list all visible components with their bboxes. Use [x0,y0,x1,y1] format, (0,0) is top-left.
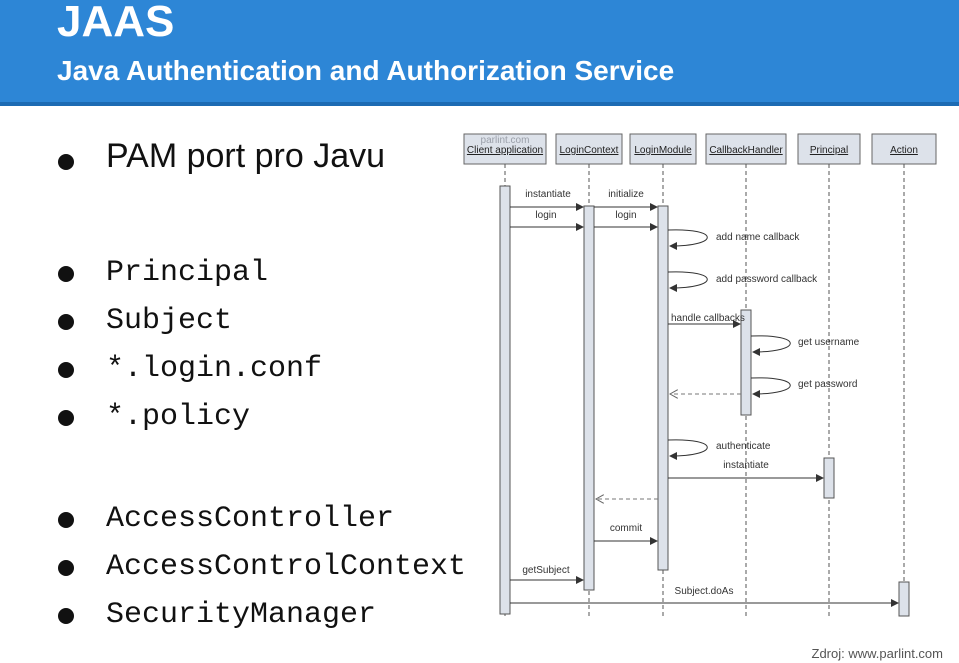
bullet-dot [58,314,74,330]
message-get-subject: getSubject [522,565,569,576]
bullet-dot [58,154,74,170]
message-instantiate: instantiate [525,189,571,200]
message-login-context: login [615,210,636,221]
participant-callback-handler: CallbackHandler [709,145,783,156]
slide-title: JAAS [57,0,175,46]
bullet-item-policy: *.policy [106,400,251,434]
bullet-dot [58,410,74,426]
bullet-dot [58,362,74,378]
slide-subtitle: Java Authentication and Authorization Se… [57,55,675,86]
lifelines [504,164,905,618]
watermark-text: parlint.com [481,135,530,146]
message-arrows [510,203,899,607]
bullet-item-access-controller: AccessController [106,502,395,536]
message-login-client: login [535,210,556,221]
source-credit: Zdroj: www.parlint.com [811,646,943,661]
bullet-dot [58,266,74,282]
bullet-dot [58,512,74,528]
return-arrows [596,394,741,499]
bullet-item-subject: Subject [106,304,233,338]
message-instantiate-principal: instantiate [723,460,769,471]
bullet-item-access-control-context: AccessControlContext [106,550,467,584]
participant-boxes [463,133,937,165]
message-commit: commit [610,523,642,534]
participant-client-application: Client application [467,145,543,156]
message-get-username: get username [798,337,860,348]
activation-bars [499,185,910,617]
message-subject-doas: Subject.doAs [675,586,734,597]
sequence-diagram: Client application LoginContext LoginMod… [463,133,937,618]
message-handle-callbacks: handle callbacks [671,313,745,324]
participant-principal: Principal [810,145,848,156]
message-add-name-callback: add name callback [716,232,800,243]
message-authenticate: authenticate [716,441,771,452]
participant-action: Action [890,145,918,156]
slide-header: JAAS Java Authentication and Authorizati… [0,0,959,106]
bullet-dot [58,608,74,624]
bullet-dot [58,560,74,576]
bullet-item-security-manager: SecurityManager [106,598,377,632]
participant-login-context: LoginContext [560,145,619,156]
bullet-item-pam: PAM port pro Javu [106,137,386,175]
bullet-item-principal: Principal [106,256,269,290]
message-initialize: initialize [608,189,644,200]
participant-login-module: LoginModule [634,145,692,156]
bullet-item-login-conf: *.login.conf [106,352,323,386]
message-get-password: get password [798,379,857,390]
message-add-password-callback: add password callback [716,274,818,285]
